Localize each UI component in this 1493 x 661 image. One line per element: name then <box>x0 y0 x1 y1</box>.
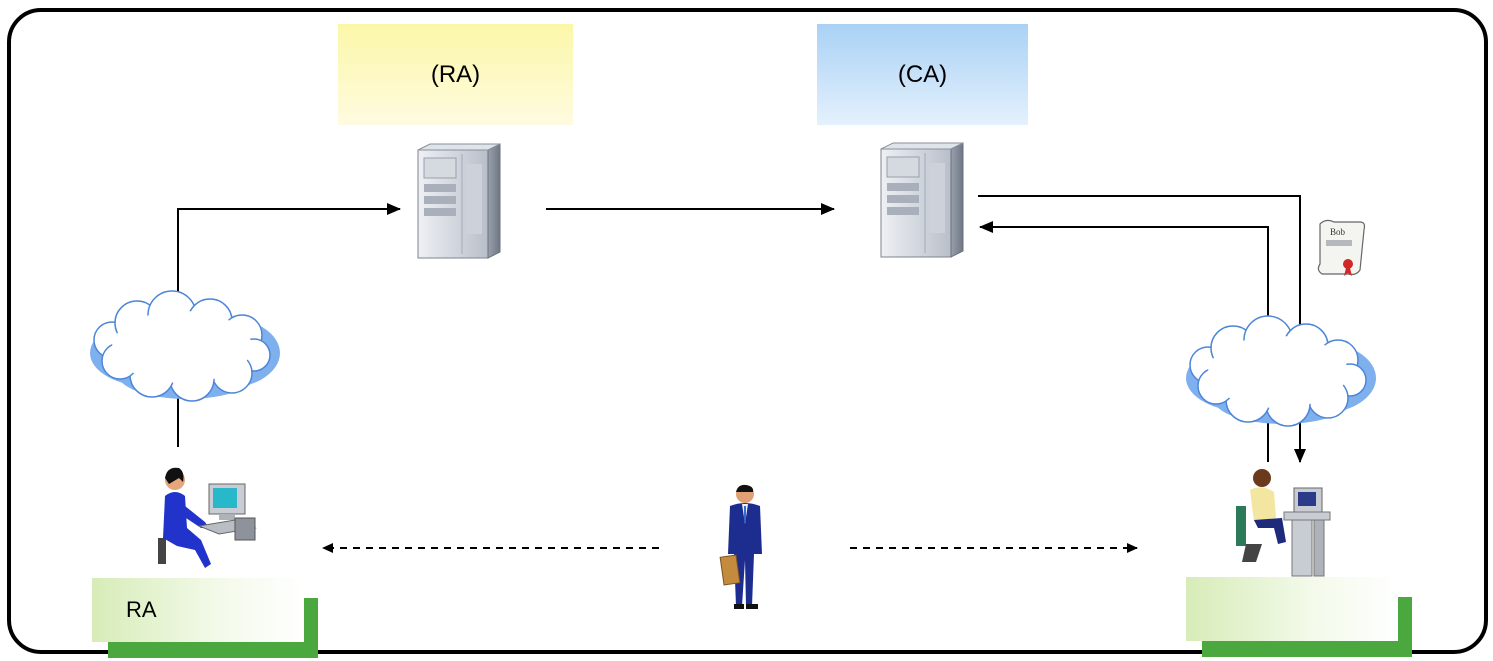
ca-server-label: (CA) <box>897 60 948 88</box>
ra-operator-icon <box>158 467 257 568</box>
ra-label-face: RA <box>92 578 304 642</box>
user-label-face <box>1186 577 1398 641</box>
user-operator-icon <box>1236 469 1331 577</box>
ca-server-label-box: (CA) <box>817 24 1028 125</box>
ra-server-label-box: (RA) <box>338 24 573 125</box>
certificate-name: Bob <box>1330 227 1346 237</box>
businessman-icon <box>719 484 762 609</box>
ra-station-label-text: RA <box>126 597 157 622</box>
left-cloud-icon <box>89 290 281 402</box>
right-cloud-icon <box>1185 315 1377 427</box>
certificate-icon: Bob <box>1317 219 1366 276</box>
ra-server-icon <box>417 143 501 259</box>
ra-server-label: (RA) <box>430 60 481 88</box>
ca-server-icon <box>880 142 964 258</box>
